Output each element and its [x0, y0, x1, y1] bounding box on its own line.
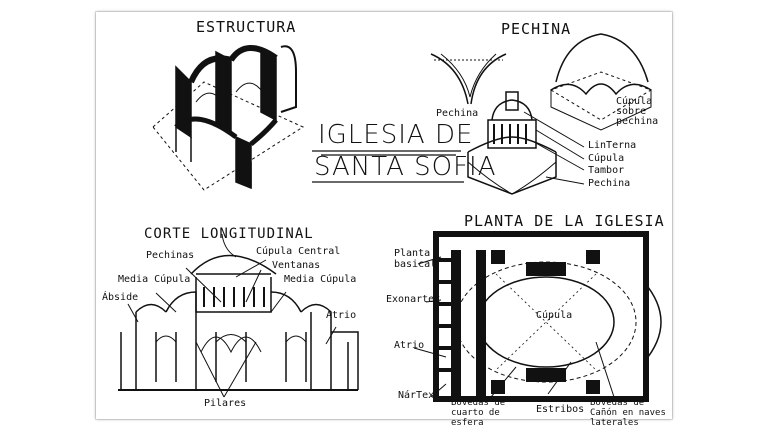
pechina-label-left: Pechina	[436, 108, 479, 119]
atrio-corte-label: Atrio	[326, 310, 357, 321]
cupula-sobre-pechina-drawing	[549, 33, 653, 131]
pechina-title: PECHINA	[501, 20, 572, 38]
bovedas-canon-label: Bóvedas de Cañón en naves laterales	[590, 398, 666, 428]
linterna-label: LinTerna	[588, 140, 637, 151]
pechina-drawing	[430, 53, 507, 105]
dome-drum-drawing	[467, 91, 557, 195]
pechinas-label: Pechinas	[146, 250, 195, 261]
estructura-drawing	[152, 45, 305, 191]
media-cupula-right-label: Media Cúpula	[284, 274, 357, 285]
estribos-label: Estribos	[536, 404, 585, 415]
cupula-label: Cúpula	[588, 153, 625, 164]
planta-basical-label: Planta basical	[394, 248, 437, 270]
pilares-label: Pilares	[204, 398, 247, 409]
planta-title: PLANTA DE LA IGLESIA	[464, 212, 665, 230]
estructura-title: ESTRUCTURA	[196, 18, 297, 36]
planta-drawing	[433, 231, 662, 402]
exonartex-label: Exonartex	[386, 294, 441, 305]
drawings	[118, 33, 662, 402]
bovedas-cuarto-label: Bóvedas de cuarto de esfera	[451, 398, 506, 428]
corte-drawing	[118, 233, 359, 391]
ventanas-label: Ventanas	[272, 260, 321, 271]
tambor-label: Tambor	[588, 165, 625, 176]
abside-label: Ábside	[102, 292, 139, 303]
cupula-sobre-pechina-label: Cúpula sobre pechina	[616, 96, 659, 127]
main-title-line1: IGLESIA DE	[318, 120, 474, 150]
pechina-label-bottom: Pechina	[588, 178, 631, 189]
corte-title: CORTE LONGITUDINAL	[144, 226, 314, 242]
cupula-planta-label: Cúpula	[536, 310, 573, 321]
main-title-line2: SANTA SOFIA	[314, 152, 497, 182]
atrio-planta-label: Atrio	[394, 340, 425, 351]
illustration-sheet: ESTRUCTURA PECHINA IGLESIA DE SANTA SOFI…	[96, 12, 672, 428]
media-cupula-left-label: Media Cúpula	[118, 274, 191, 285]
cupula-central-label: Cúpula Central	[256, 246, 341, 257]
nartex-label: NárTex	[398, 390, 435, 401]
